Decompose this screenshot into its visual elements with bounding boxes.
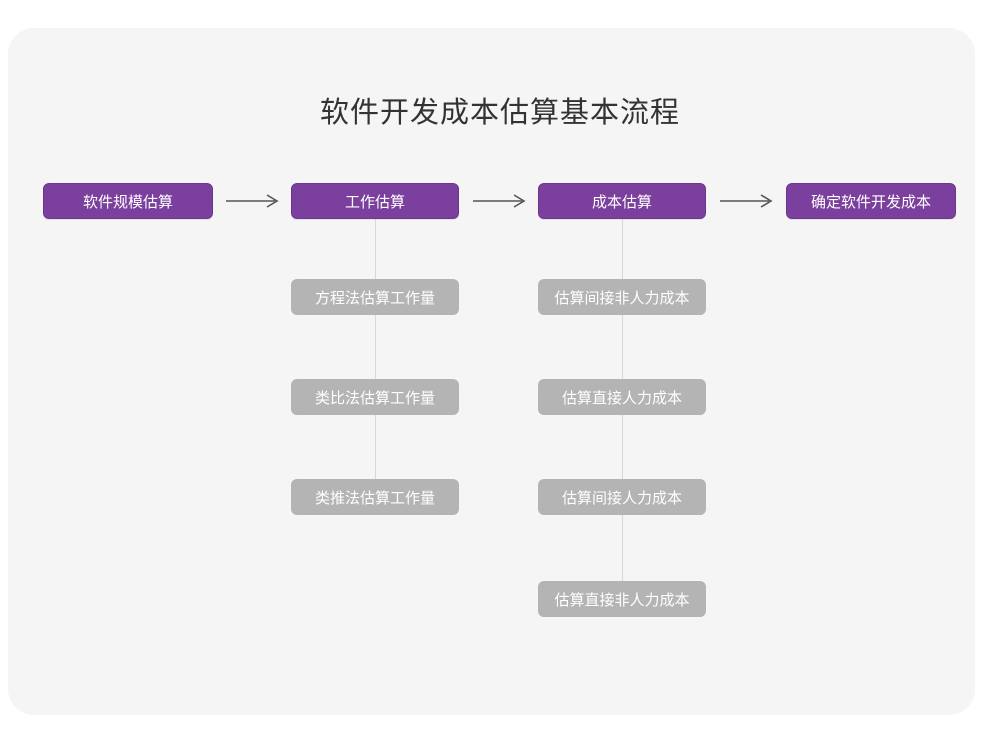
substep-node-2-3-label: 类推法估算工作量: [314, 489, 435, 507]
arrow-right-icon-2: [470, 183, 532, 219]
substep-node-3-3-label: 估算间接人力成本: [561, 489, 682, 507]
substep-node-3-3[interactable]: 估算间接人力成本: [538, 479, 706, 515]
stage-node-1-label: 软件规模估算: [82, 193, 173, 211]
substep-node-3-4[interactable]: 估算直接非人力成本: [538, 581, 706, 617]
stage-node-2-label: 工作估算: [344, 193, 405, 211]
substep-node-2-2-label: 类比法估算工作量: [314, 389, 435, 407]
diagram-card: [8, 28, 975, 715]
substep-node-2-3[interactable]: 类推法估算工作量: [291, 479, 459, 515]
stage-node-3[interactable]: 成本估算: [538, 183, 706, 219]
stage-node-4[interactable]: 确定软件开发成本: [786, 183, 956, 219]
stage-node-2[interactable]: 工作估算: [291, 183, 459, 219]
stage-node-3-label: 成本估算: [591, 193, 652, 211]
substep-node-3-1[interactable]: 估算间接非人力成本: [538, 279, 706, 315]
arrow-right-icon-1: [223, 183, 285, 219]
arrow-right-icon-3: [717, 183, 779, 219]
substep-node-3-2-label: 估算直接人力成本: [561, 389, 682, 407]
substep-node-3-4-label: 估算直接非人力成本: [554, 591, 690, 609]
page-title: 软件开发成本估算基本流程: [319, 97, 680, 129]
substep-node-2-1[interactable]: 方程法估算工作量: [291, 279, 459, 315]
substep-node-2-1-label: 方程法估算工作量: [314, 289, 435, 307]
substep-node-3-2[interactable]: 估算直接人力成本: [538, 379, 706, 415]
substep-node-3-1-label: 估算间接非人力成本: [554, 289, 690, 307]
stage-node-1[interactable]: 软件规模估算: [43, 183, 213, 219]
stage-node-4-label: 确定软件开发成本: [810, 193, 931, 211]
connector-stage-2: [375, 218, 376, 500]
substep-node-2-2[interactable]: 类比法估算工作量: [291, 379, 459, 415]
